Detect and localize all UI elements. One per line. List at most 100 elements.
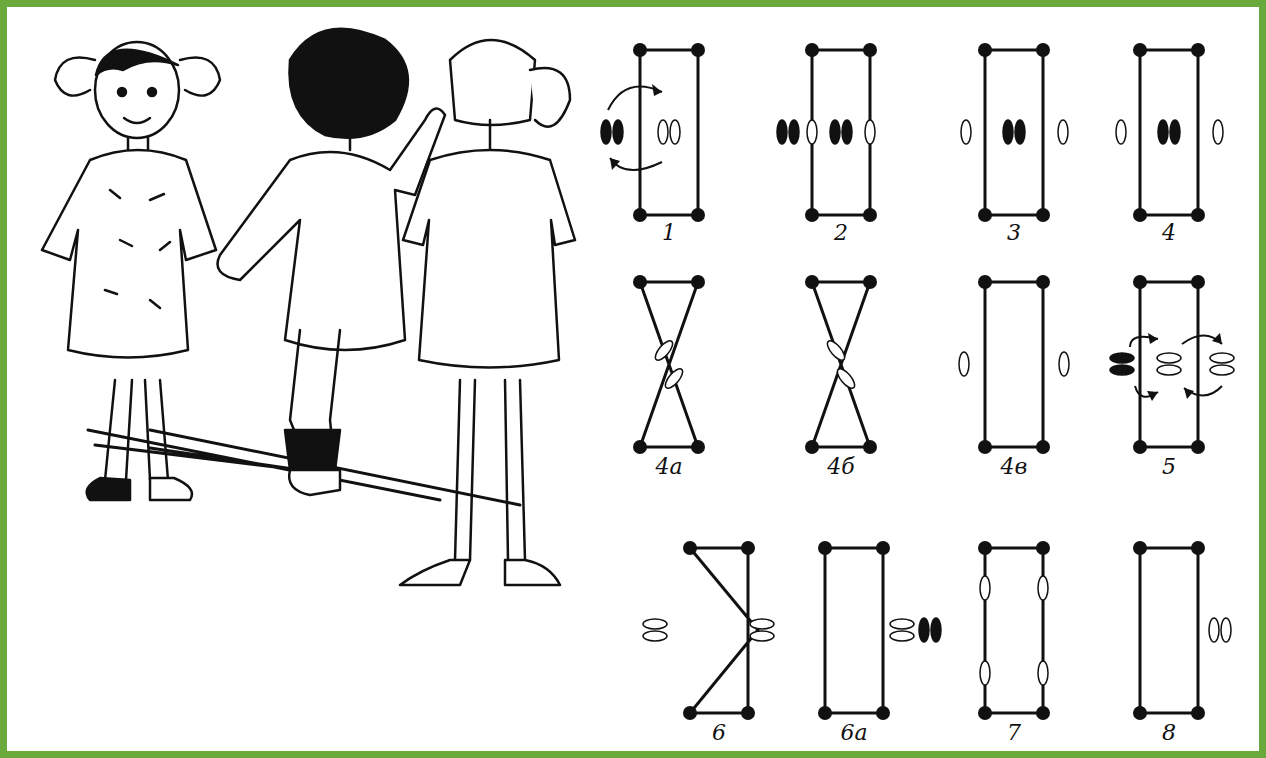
white-foot — [652, 338, 675, 363]
white-foot — [980, 576, 990, 600]
leg-dot — [1036, 43, 1050, 57]
elastic-line — [690, 548, 758, 713]
leg-dot — [1191, 541, 1205, 555]
white-foot — [1213, 120, 1223, 144]
elastic-rect — [1140, 282, 1198, 447]
white-foot — [1221, 618, 1231, 642]
leg-dot — [1133, 541, 1147, 555]
arrow-head — [1148, 333, 1158, 344]
leg-dot — [818, 706, 832, 720]
leg-dot — [876, 706, 890, 720]
leg-dot — [978, 275, 992, 289]
black-foot — [1158, 120, 1168, 144]
leg-dot — [1036, 440, 1050, 454]
leg-dot — [741, 541, 755, 555]
white-foot — [750, 631, 774, 641]
white-foot — [1209, 618, 1219, 642]
white-foot — [1058, 120, 1068, 144]
white-foot — [1210, 353, 1234, 363]
black-foot — [601, 120, 611, 144]
leg-dot — [978, 440, 992, 454]
leg-dot — [683, 541, 697, 555]
figure-number: 5 — [1160, 456, 1178, 478]
white-foot — [807, 120, 817, 144]
leg-dot — [1036, 275, 1050, 289]
leg-dot — [863, 275, 877, 289]
elastic-rect — [985, 548, 1043, 713]
elastic-rect — [812, 50, 870, 215]
black-foot — [1015, 120, 1025, 144]
white-foot — [959, 352, 969, 376]
figure-number: 4б — [825, 456, 856, 478]
leg-dot — [691, 43, 705, 57]
black-foot — [931, 618, 941, 642]
leg-dot — [863, 440, 877, 454]
black-foot — [830, 120, 840, 144]
white-foot — [890, 631, 914, 641]
leg-dot — [805, 275, 819, 289]
leg-dot — [683, 706, 697, 720]
figure-number: 4 — [1160, 222, 1178, 244]
arrow-head — [1184, 388, 1194, 399]
figure-number: 4а — [653, 456, 684, 478]
white-foot — [750, 619, 774, 629]
black-foot — [919, 618, 929, 642]
black-foot — [1003, 120, 1013, 144]
leg-dot — [633, 208, 647, 222]
elastic-rect — [640, 50, 698, 215]
figure-number: 6 — [710, 722, 728, 744]
white-foot — [1157, 353, 1181, 363]
leg-dot — [1133, 706, 1147, 720]
leg-dot — [633, 275, 647, 289]
elastic-rect — [825, 548, 883, 713]
arrow-head — [1212, 333, 1222, 344]
white-foot — [1059, 352, 1069, 376]
leg-dot — [633, 440, 647, 454]
black-foot — [842, 120, 852, 144]
white-foot — [1157, 365, 1181, 375]
white-foot — [1038, 576, 1048, 600]
white-foot — [1038, 661, 1048, 685]
leg-dot — [1036, 706, 1050, 720]
leg-dot — [1191, 440, 1205, 454]
white-foot — [980, 661, 990, 685]
black-foot — [1110, 365, 1134, 375]
leg-dot — [863, 43, 877, 57]
leg-dot — [978, 706, 992, 720]
white-foot — [662, 366, 685, 391]
arrow-head — [1147, 391, 1158, 401]
white-foot — [890, 619, 914, 629]
white-foot — [1210, 365, 1234, 375]
leg-dot — [978, 208, 992, 222]
elastic-line — [812, 282, 870, 447]
white-foot — [961, 120, 971, 144]
black-foot — [613, 120, 623, 144]
elastic-line — [640, 282, 698, 447]
leg-dot — [876, 541, 890, 555]
figure-number: 3 — [1005, 222, 1023, 244]
leg-dot — [1191, 275, 1205, 289]
leg-dot — [633, 43, 647, 57]
leg-dot — [1036, 208, 1050, 222]
black-foot — [1110, 353, 1134, 363]
move-arrow — [610, 158, 662, 170]
leg-dot — [1133, 275, 1147, 289]
leg-dot — [1133, 43, 1147, 57]
leg-dot — [691, 275, 705, 289]
figure-number: 7 — [1005, 722, 1023, 744]
figure-number: 8 — [1160, 722, 1178, 744]
leg-dot — [805, 208, 819, 222]
white-foot — [643, 631, 667, 641]
elastic-rect — [1140, 548, 1198, 713]
leg-dot — [741, 706, 755, 720]
figure-number: 4в — [999, 456, 1030, 478]
white-foot — [865, 120, 875, 144]
white-foot — [824, 338, 847, 363]
arrow-head — [652, 84, 662, 96]
black-foot — [777, 120, 787, 144]
leg-dot — [1036, 541, 1050, 555]
white-foot — [670, 120, 680, 144]
leg-dot — [1191, 208, 1205, 222]
